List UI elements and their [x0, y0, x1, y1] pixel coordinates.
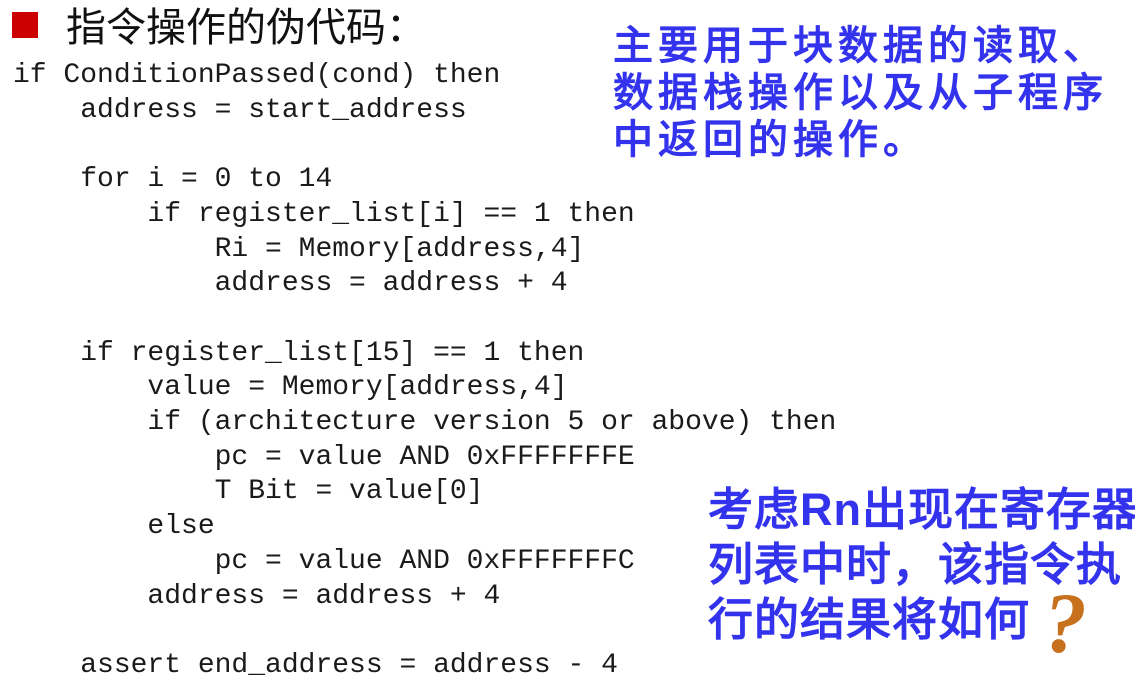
annotation-usage: 主要用于块数据的读取、 数据栈操作以及从子程序 中返回的操作。 — [613, 22, 1108, 163]
bullet-marker — [12, 12, 38, 38]
annotation-question-line1-pre: 考虑 — [708, 485, 801, 535]
annotation-question-line2: 列表中时，该指令执 — [708, 540, 1123, 590]
register-rn-label: Rn — [800, 484, 863, 535]
annotation-question: 考虑Rn出现在寄存器 列表中时，该指令执 行的结果将如何 — [708, 482, 1135, 648]
annotation-question-line1: 考虑Rn出现在寄存器 — [708, 482, 1135, 538]
annotation-usage-line3: 中返回的操作。 — [613, 117, 928, 162]
question-mark: ? — [1044, 575, 1087, 671]
annotation-question-line3: 行的结果将如何 — [708, 595, 1031, 645]
slide-title: 指令操作的伪代码： — [66, 5, 426, 50]
annotation-usage-line1: 主要用于块数据的读取、 — [613, 23, 1108, 68]
pseudocode-block: if ConditionPassed(cond) then address = … — [13, 60, 837, 681]
annotation-usage-line2: 数据栈操作以及从子程序 — [613, 70, 1108, 115]
annotation-question-line1-post: 出现在寄存器 — [862, 485, 1135, 535]
